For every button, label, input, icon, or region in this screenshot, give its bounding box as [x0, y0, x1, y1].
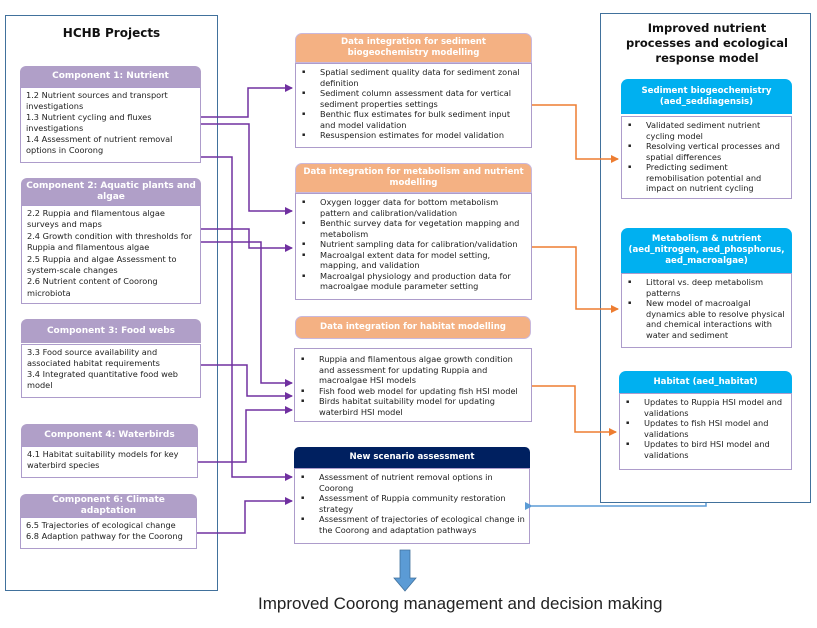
sediment-data-body: Spatial sediment quality data for sedime…	[295, 63, 532, 148]
sediment-data-item: Resuspension estimates for model validat…	[302, 130, 527, 141]
component-1-item: 1.4 Assessment of nutrient removal optio…	[26, 134, 173, 155]
component-2-item: 2.6 Nutrient content of Coorong microbio…	[27, 276, 158, 298]
hchb-projects-title: HCHB Projects	[62, 26, 161, 40]
component-4-header: Component 4: Waterbirds	[21, 424, 198, 446]
scenario-header: New scenario assessment	[294, 447, 530, 468]
component-6-header: Component 6: Climate adaptation	[20, 494, 197, 517]
connector-model-scenario	[525, 502, 707, 510]
scenario-item: Assessment of Ruppia community restorati…	[301, 493, 525, 514]
sediment-data-item: Sediment column assessment data for vert…	[302, 88, 527, 109]
sediment-data-item: Spatial sediment quality data for sedime…	[302, 67, 527, 88]
metabolism-data-header: Data integration for metabolism and nutr…	[295, 163, 532, 193]
metabolism-data-item: Macroalgal physiology and production dat…	[302, 271, 527, 292]
component-1-body: 1.2 Nutrient sources and transport inves…	[20, 87, 201, 163]
component-1-item: 1.2 Nutrient sources and transport inves…	[26, 90, 168, 111]
sediment-model-item: Predicting sediment remobilisation poten…	[628, 162, 787, 194]
metabolism-data-body: Oxygen logger data for bottom metabolism…	[295, 193, 532, 300]
sediment-model-item: Resolving vertical processes and spatial…	[628, 141, 787, 162]
scenario-body: Assessment of nutrient removal options i…	[294, 468, 530, 544]
down-arrow-icon	[393, 549, 417, 592]
component-2-item: 2.4 Growth condition with thresholds for…	[27, 230, 192, 253]
component-2-body: 2.2 Ruppia and filamentous algae surveys…	[21, 205, 201, 304]
improved-model-title: Improved nutrient processes and ecologic…	[626, 21, 788, 65]
metabolism-data-item: Oxygen logger data for bottom metabolism…	[302, 197, 527, 218]
metabolism-model-header: Metabolism & nutrient (aed_nitrogen, aed…	[621, 228, 792, 273]
habitat-model-item: Updates to Ruppia HSI model and validati…	[626, 397, 787, 418]
component-6-item: 6.5 Trajectories of ecological change	[26, 520, 176, 530]
component-2-item: 2.5 Ruppia and algae Assessment to syste…	[27, 253, 177, 276]
sediment-data-header: Data integration for sediment biogeochem…	[295, 33, 532, 63]
habitat-model-item: Updates to bird HSI model and validation…	[626, 439, 787, 460]
sediment-model-item: Validated sediment nutrient cycling mode…	[628, 120, 787, 141]
outcome-text: Improved Coorong management and decision…	[258, 594, 663, 613]
metabolism-data-item: Macroalgal extent data for model setting…	[302, 250, 527, 271]
component-1-header: Component 1: Nutrient	[20, 66, 201, 87]
scenario-item: Assessment of nutrient removal options i…	[301, 472, 525, 493]
sediment-model-header: Sediment biogeochemistry (aed_seddiagens…	[621, 79, 792, 114]
scenario-item: Assessment of trajectories of ecological…	[301, 514, 525, 535]
sediment-data-item: Benthic flux estimates for bulk sediment…	[302, 109, 527, 130]
component-4-body: 4.1 Habitat suitability models for key w…	[21, 446, 198, 478]
component-2-header: Component 2: Aquatic plants and algae	[21, 178, 201, 206]
metabolism-model-item: New model of macroalgal dynamics able to…	[628, 298, 787, 340]
component-3-header: Component 3: Food webs	[21, 319, 201, 343]
component-4-item: 4.1 Habitat suitability models for key w…	[27, 449, 179, 470]
component-3-item: 3.4 Integrated quantitative food web mod…	[27, 369, 179, 390]
component-3-body: 3.3 Food source availability and associa…	[21, 344, 201, 398]
metabolism-data-item: Nutrient sampling data for calibration/v…	[302, 239, 527, 250]
habitat-data-body: Ruppia and filamentous algae growth cond…	[294, 348, 532, 422]
component-6-body: 6.5 Trajectories of ecological change 6.…	[20, 517, 197, 549]
component-3-item: 3.3 Food source availability and associa…	[27, 347, 160, 368]
component-2-item: 2.2 Ruppia and filamentous algae surveys…	[27, 208, 165, 230]
metabolism-model-item: Littoral vs. deep metabolism patterns	[628, 277, 787, 298]
component-6-item: 6.8 Adaption pathway for the Coorong	[26, 531, 183, 541]
habitat-data-item: Birds habitat suitability model for upda…	[301, 396, 527, 417]
habitat-model-item: Updates to fish HSI model and validation…	[626, 418, 787, 439]
habitat-data-header: Data integration for habitat modelling	[295, 316, 531, 339]
sediment-model-body: Validated sediment nutrient cycling mode…	[621, 116, 792, 199]
component-1-item: 1.3 Nutrient cycling and fluxes investig…	[26, 112, 152, 133]
habitat-data-item: Ruppia and filamentous algae growth cond…	[301, 354, 527, 386]
habitat-model-header: Habitat (aed_habitat)	[619, 371, 792, 393]
habitat-model-body: Updates to Ruppia HSI model and validati…	[619, 393, 792, 470]
metabolism-model-body: Littoral vs. deep metabolism patterns Ne…	[621, 273, 792, 348]
habitat-data-item: Fish food web model for updating fish HS…	[301, 386, 527, 397]
metabolism-data-item: Benthic survey data for vegetation mappi…	[302, 218, 527, 239]
